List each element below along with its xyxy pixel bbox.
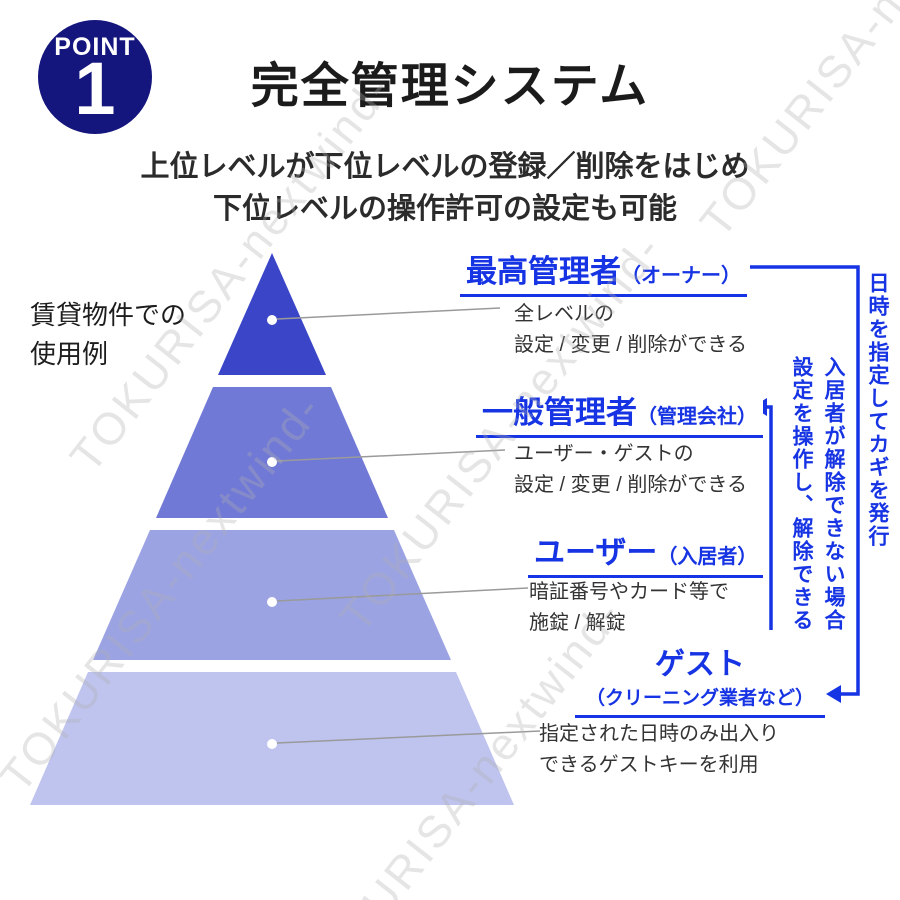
tier-3-connector-line <box>276 587 529 602</box>
level-desc-admin-line-2: 設定 / 変更 / 削除ができる <box>514 474 747 496</box>
level-desc-user: 暗証番号やカード等で 施錠 / 解錠 <box>529 577 729 639</box>
pyramid-tier-1 <box>218 253 326 375</box>
level-desc-owner-line-1: 全レベルの <box>514 303 614 325</box>
tier-4-dot <box>267 739 277 749</box>
page-title: 完全管理システム <box>250 60 650 113</box>
tier-2-connector-line <box>276 449 506 462</box>
pyramid-tier-3 <box>93 530 451 660</box>
level-desc-guest: 指定された日時のみ出入り できるゲストキーを利用 <box>539 719 779 781</box>
level-desc-guest-line-2: できるゲストキーを利用 <box>539 754 759 776</box>
level-label-guest: ゲスト （クリーニング業者など） <box>575 648 825 718</box>
level-desc-admin: ユーザー・ゲストの 設定 / 変更 / 削除ができる <box>514 439 747 501</box>
usage-example-line-2: 使用例 <box>30 339 109 369</box>
level-desc-admin-line-1: ユーザー・ゲストの <box>514 443 694 465</box>
unlock-case-vertical-note-col2: 設定を操作し、解除できる <box>790 356 813 632</box>
usage-example-label: 賃貸物件での 使用例 <box>30 296 186 374</box>
subtitle-line-1: 上位レベルが下位レベルの登録／削除をはじめ <box>140 151 750 183</box>
tier-4-connector-line <box>276 730 541 744</box>
issue-key-vertical-note: 日時を指定してカギを発行 <box>866 272 889 548</box>
guest-arrowhead-icon <box>826 685 841 703</box>
subtitle-line-2: 下位レベルの操作許可の設定も可能 <box>212 193 677 226</box>
usage-example-line-1: 賃貸物件での <box>30 300 187 330</box>
level-desc-owner-line-2: 設定 / 変更 / 削除ができる <box>514 334 747 356</box>
level-desc-owner: 全レベルの 設定 / 変更 / 削除ができる <box>514 299 747 361</box>
pyramid-tier-4 <box>30 672 514 805</box>
tier-1-dot <box>267 315 277 325</box>
point-badge-label: POINT <box>54 33 136 61</box>
level-name-user: ユーザー <box>534 535 658 570</box>
point-badge: POINT 1 <box>38 20 152 134</box>
admin-unlock-arrow-line <box>764 405 773 630</box>
level-name-guest: ゲスト <box>655 648 745 681</box>
level-name-owner: 最高管理者 <box>466 254 621 289</box>
owner-to-guest-arrow-line <box>750 265 860 696</box>
level-desc-user-line-1: 暗証番号やカード等で <box>529 581 729 603</box>
subtitle: 上位レベルが下位レベルの登録／削除をはじめ 下位レベルの操作許可の設定も可能 <box>0 146 890 230</box>
tier-2-dot <box>267 457 277 467</box>
level-qualifier-user: （入居者） <box>657 546 758 568</box>
level-label-owner: 最高管理者（オーナー） <box>460 246 747 297</box>
point-badge-number: 1 <box>74 47 116 130</box>
tier-1-connector-line <box>276 307 501 320</box>
level-desc-user-line-2: 施錠 / 解錠 <box>529 612 626 634</box>
level-qualifier-owner: （オーナー） <box>621 265 741 287</box>
level-label-user: ユーザー（入居者） <box>528 527 764 578</box>
level-name-admin: 一般管理者 <box>482 395 637 430</box>
level-desc-guest-line-1: 指定された日時のみ出入り <box>539 723 779 745</box>
level-qualifier-guest: （クリーニング業者など） <box>585 688 814 709</box>
pyramid-tier-2 <box>156 387 388 518</box>
level-label-admin: 一般管理者（管理会社） <box>476 387 763 438</box>
level-qualifier-admin: （管理会社） <box>637 406 757 428</box>
tier-3-dot <box>267 597 277 607</box>
unlock-case-vertical-note-col1: 入居者が解除できない場合 <box>822 356 845 632</box>
